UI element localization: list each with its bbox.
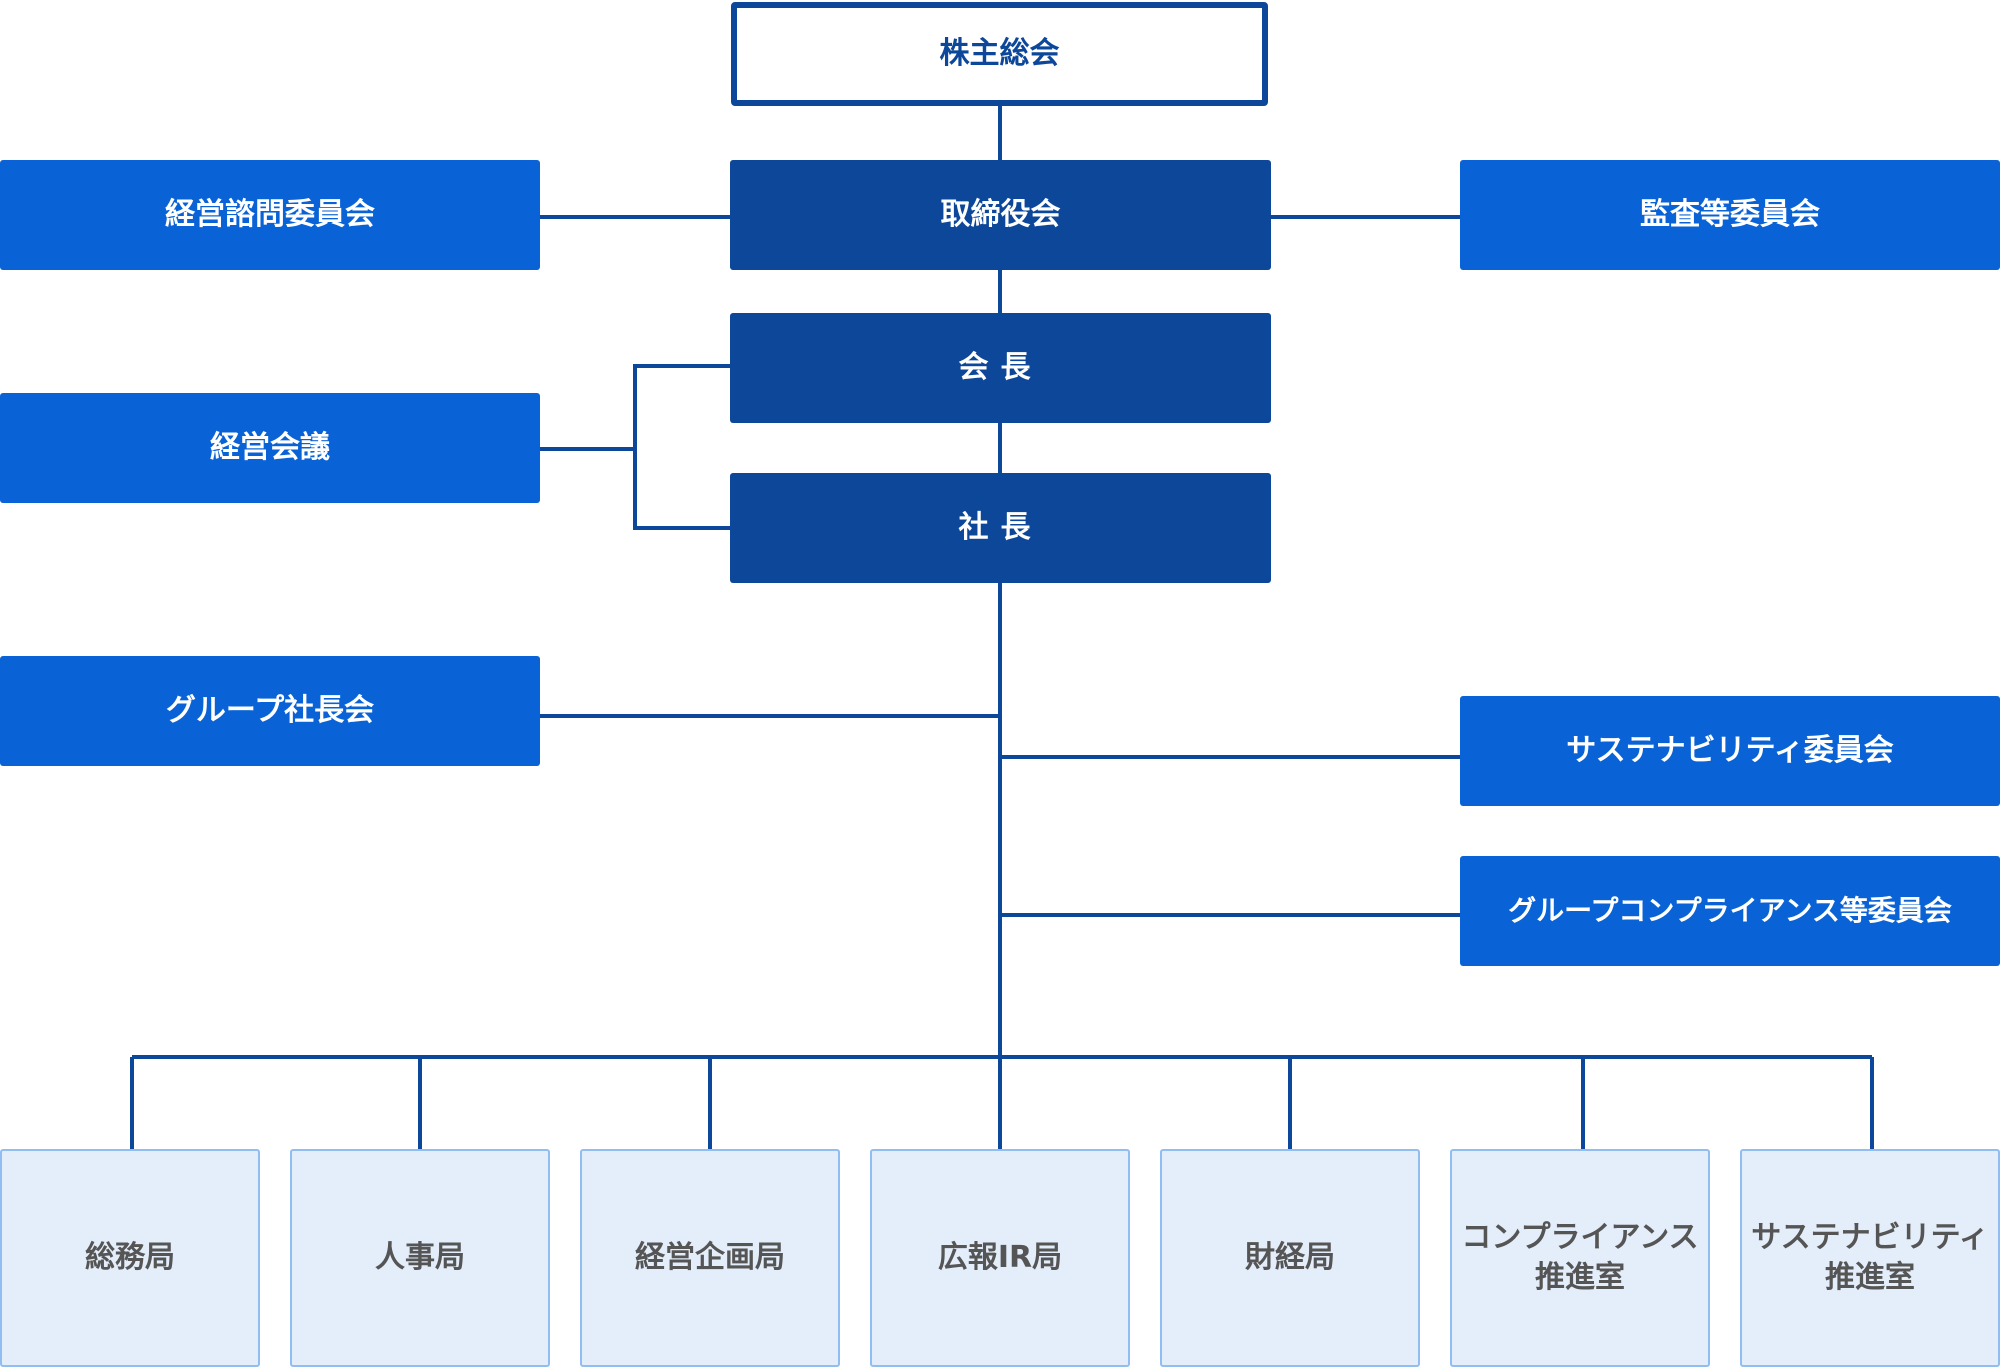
group-presidents-meeting-label: グループ社長会 — [165, 692, 375, 728]
department-corporate-planning: 経営企画局 — [580, 1149, 840, 1367]
department-label-line: 推進室 — [1824, 1260, 1915, 1295]
department-sustainability-office: サステナビリティ 推進室 — [1740, 1149, 2000, 1367]
department-label-line: 経営企画局 — [635, 1239, 785, 1275]
group-presidents-meeting-node: グループ社長会 — [0, 656, 540, 766]
department-label-line: 財経局 — [1245, 1239, 1335, 1275]
group-compliance-committee-node: グループコンプライアンス等委員会 — [1460, 856, 2000, 966]
department-label: 経営企画局 — [635, 1238, 785, 1279]
department-label: コンプライアンス 推進室 — [1461, 1218, 1698, 1299]
group-compliance-committee-label: グループコンプライアンス等委員会 — [1508, 894, 1952, 928]
management-meeting-label: 経営会議 — [210, 429, 330, 465]
department-label-line: サステナビリティ — [1751, 1219, 1989, 1255]
department-label: 財経局 — [1245, 1238, 1335, 1279]
sustainability-committee-node: サステナビリティ委員会 — [1460, 696, 2000, 806]
department-label-line: 総務局 — [85, 1239, 175, 1275]
president-node: 社長 — [730, 473, 1271, 583]
department-pr-ir: 広報IR局 — [870, 1149, 1130, 1367]
line-mgmt-meeting-bracket — [633, 364, 730, 530]
department-label: 人事局 — [375, 1238, 465, 1279]
department-label-line: コンプライアンス — [1461, 1219, 1699, 1255]
department-compliance-office: コンプライアンス 推進室 — [1450, 1149, 1710, 1367]
audit-committee-node: 監査等委員会 — [1460, 160, 2000, 270]
chairman-node: 会長 — [730, 313, 1271, 423]
sustainability-committee-label: サステナビリティ委員会 — [1566, 732, 1894, 768]
management-advisory-committee-label: 経営諮問委員会 — [165, 196, 375, 232]
shareholders-meeting-label: 株主総会 — [939, 35, 1060, 71]
board-of-directors-node: 取締役会 — [730, 160, 1271, 270]
president-label: 社長 — [958, 509, 1043, 545]
board-of-directors-label: 取締役会 — [940, 196, 1061, 232]
department-label: サステナビリティ 推進室 — [1751, 1218, 1989, 1299]
shareholders-meeting-node: 株主総会 — [731, 2, 1268, 106]
management-advisory-committee-node: 経営諮問委員会 — [0, 160, 540, 270]
department-label-line: 推進室 — [1535, 1260, 1625, 1295]
chairman-label: 会長 — [958, 349, 1043, 385]
department-human-resources: 人事局 — [290, 1149, 550, 1367]
audit-committee-label: 監査等委員会 — [1640, 196, 1820, 232]
department-label: 総務局 — [85, 1238, 175, 1279]
department-label: 広報IR局 — [938, 1238, 1062, 1279]
department-finance-accounting: 財経局 — [1160, 1149, 1420, 1367]
management-meeting-node: 経営会議 — [0, 393, 540, 503]
department-label-line: 人事局 — [375, 1239, 465, 1275]
department-label-line: 広報IR局 — [937, 1239, 1063, 1275]
department-general-affairs: 総務局 — [0, 1149, 260, 1367]
